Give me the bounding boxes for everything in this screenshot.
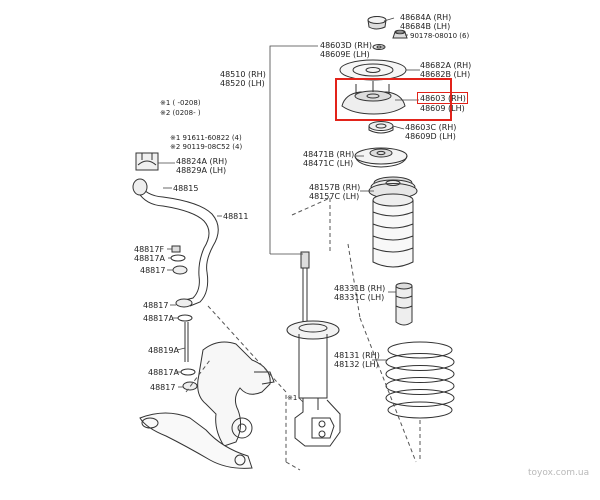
coil-spring bbox=[385, 341, 455, 419]
label-48817a-3: 48817A bbox=[148, 368, 179, 377]
label-48817f: 48817F bbox=[134, 245, 165, 254]
bump-stopper bbox=[395, 282, 413, 326]
label-48471b: 48471B (RH) bbox=[303, 150, 355, 159]
label-48817-3: 48817 bbox=[150, 383, 176, 392]
label-48510: 48510 (RH) bbox=[220, 70, 266, 79]
note-1: ※1 ( -0208) bbox=[160, 99, 201, 107]
label-48331c: 48331C (LH) bbox=[334, 293, 385, 302]
steering-knuckle bbox=[197, 341, 275, 447]
label-48603: 48603 (RH) bbox=[420, 94, 466, 103]
stabilizer-bushing bbox=[135, 152, 159, 171]
support-plate bbox=[339, 59, 407, 81]
label-48811: 48811 bbox=[223, 212, 249, 221]
label-48829a: 48829A (LH) bbox=[176, 166, 227, 175]
label-48603d: 48603D (RH) bbox=[320, 41, 372, 50]
upper-spring-seat bbox=[354, 147, 408, 168]
label-48520: 48520 (LH) bbox=[220, 79, 265, 88]
highlight-box bbox=[335, 78, 452, 121]
label-48157b: 48157B (RH) bbox=[309, 183, 361, 192]
note-bolt-2: ※2 90119-08C52 (4) bbox=[170, 143, 243, 151]
label-48817-1: 48817 bbox=[140, 266, 166, 275]
label-48471c: 48471C (LH) bbox=[303, 159, 354, 168]
lower-arm bbox=[139, 412, 253, 469]
dust-cap bbox=[367, 16, 387, 30]
note-2: ※2 (0208- ) bbox=[160, 109, 201, 117]
washer-small bbox=[372, 44, 386, 50]
label-48682b: 48682B (LH) bbox=[420, 70, 471, 79]
shock-absorber bbox=[286, 251, 341, 447]
label-48817-2: 48817 bbox=[143, 301, 169, 310]
label-48609: 48609 (LH) bbox=[420, 104, 465, 113]
note-shock-ref: ※1 bbox=[287, 394, 298, 402]
label-48817a-1: 48817A bbox=[134, 254, 165, 263]
highlight-part-number-box bbox=[417, 92, 468, 104]
label-48817a-2: 48817A bbox=[143, 314, 174, 323]
label-90178: 90178-08010 (6) bbox=[410, 32, 470, 40]
label-48824a: 48824A (RH) bbox=[176, 157, 228, 166]
spring-insulator bbox=[368, 176, 418, 199]
label-48131: 48131 (RH) bbox=[334, 351, 380, 360]
label-48132: 48132 (LH) bbox=[334, 360, 379, 369]
stab-link-parts bbox=[170, 245, 198, 391]
watermark: toyox.com.ua bbox=[528, 468, 590, 478]
strut-mount bbox=[341, 81, 406, 115]
note-bolt-1: ※1 91611-60822 (4) bbox=[170, 134, 242, 142]
label-48157c: 48157C (LH) bbox=[309, 192, 360, 201]
label-48819a: 48819A bbox=[148, 346, 179, 355]
stabilizer-bar bbox=[132, 178, 219, 307]
label-48684-lh: 48684B (LH) bbox=[400, 22, 451, 31]
nut bbox=[392, 29, 408, 39]
dust-boot bbox=[372, 193, 414, 268]
label-48682a: 48682A (RH) bbox=[420, 61, 472, 70]
bearing bbox=[368, 121, 394, 134]
label-48609d: 48609D (LH) bbox=[405, 132, 456, 141]
label-48684-rh: 48684A (RH) bbox=[400, 13, 452, 22]
label-48331b: 48331B (RH) bbox=[334, 284, 386, 293]
label-48815: 48815 bbox=[173, 184, 199, 193]
label-48609e: 48609E (LH) bbox=[320, 50, 370, 59]
label-48603c: 48603C (RH) bbox=[405, 123, 457, 132]
